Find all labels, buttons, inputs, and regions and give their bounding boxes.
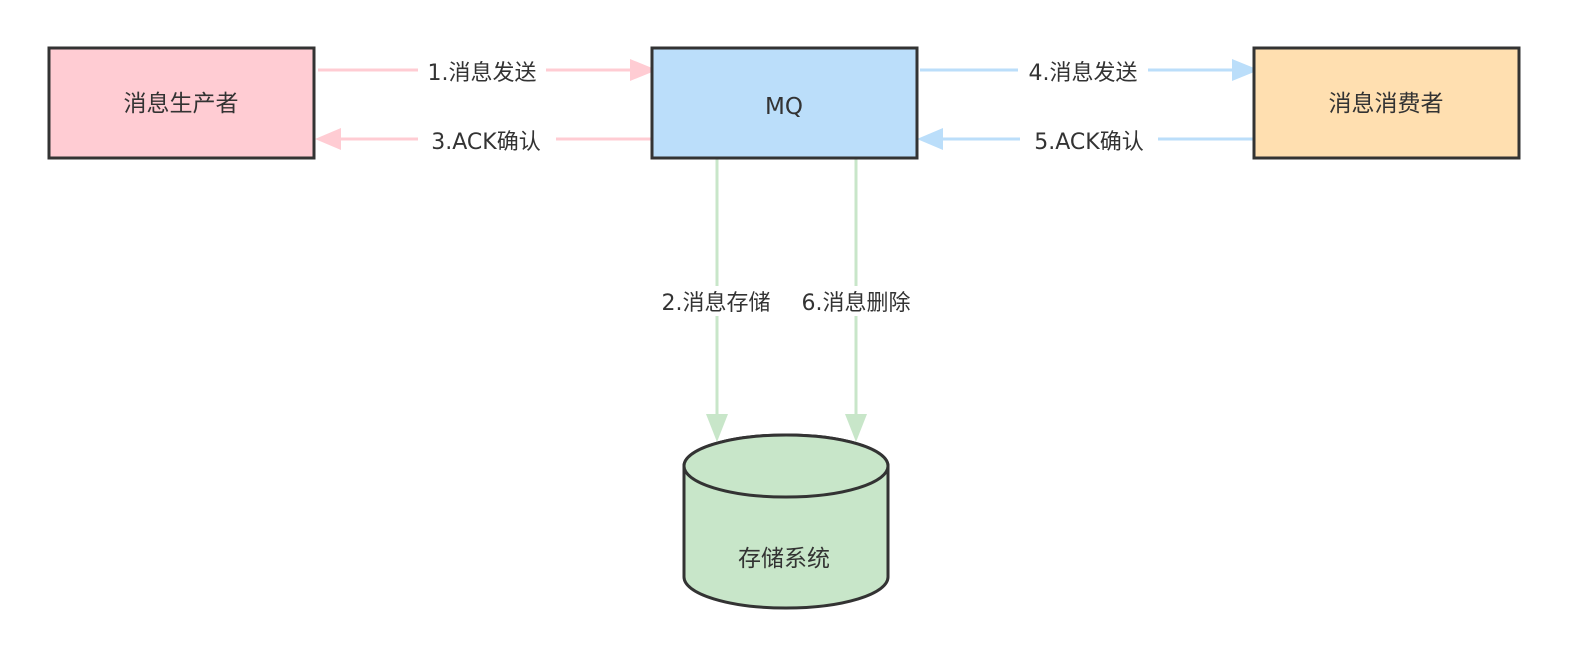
node-mq-box xyxy=(650,46,919,160)
node-producer-box xyxy=(47,46,316,160)
edge-send-to-mq: 1.消息发送 xyxy=(318,56,657,86)
edge-ack-to-mq-arrowhead xyxy=(917,128,943,150)
edge-store-label: 2.消息存储 xyxy=(662,291,771,316)
edge-delete: 6.消息删除 xyxy=(792,158,920,442)
edge-send-to-consumer: 4.消息发送 xyxy=(920,56,1259,86)
node-producer-label: 消息生产者 xyxy=(124,91,239,117)
edge-ack-to-mq: 5.ACK确认 xyxy=(917,125,1254,155)
edge-delete-arrowhead xyxy=(845,414,867,442)
edge-label-bg xyxy=(418,125,556,155)
edge-label-bg xyxy=(1020,125,1158,155)
edge-ack-to-producer: 3.ACK确认 xyxy=(315,125,652,155)
node-producer: 消息生产者 xyxy=(47,46,316,160)
node-consumer-label: 消息消费者 xyxy=(1329,91,1444,117)
edge-delete-label: 6.消息删除 xyxy=(802,291,911,316)
node-storage: 存储系统 xyxy=(682,433,890,610)
edge-label-bg xyxy=(792,286,920,316)
node-mq-label: MQ xyxy=(765,94,803,120)
node-storage-top xyxy=(682,433,890,499)
edge-ack-to-producer-label: 3.ACK确认 xyxy=(431,130,540,155)
edge-ack-to-mq-label: 5.ACK确认 xyxy=(1034,130,1143,155)
edge-send-to-mq-arrowhead xyxy=(630,59,657,81)
edge-ack-to-producer-arrowhead xyxy=(315,128,341,150)
edge-send-to-consumer-label: 4.消息发送 xyxy=(1029,61,1138,86)
node-storage-label: 存储系统 xyxy=(738,546,830,572)
edge-store-arrowhead xyxy=(706,414,728,442)
edge-store: 2.消息存储 xyxy=(652,158,780,442)
edge-send-to-mq-label: 1.消息发送 xyxy=(428,61,537,86)
edge-label-bg xyxy=(418,56,546,86)
node-consumer-box xyxy=(1252,46,1521,160)
edge-label-bg xyxy=(652,286,780,316)
node-consumer: 消息消费者 xyxy=(1252,46,1521,160)
edge-send-to-consumer-arrowhead xyxy=(1232,59,1259,81)
edge-label-bg xyxy=(1018,56,1148,86)
node-mq: MQ xyxy=(650,46,919,160)
